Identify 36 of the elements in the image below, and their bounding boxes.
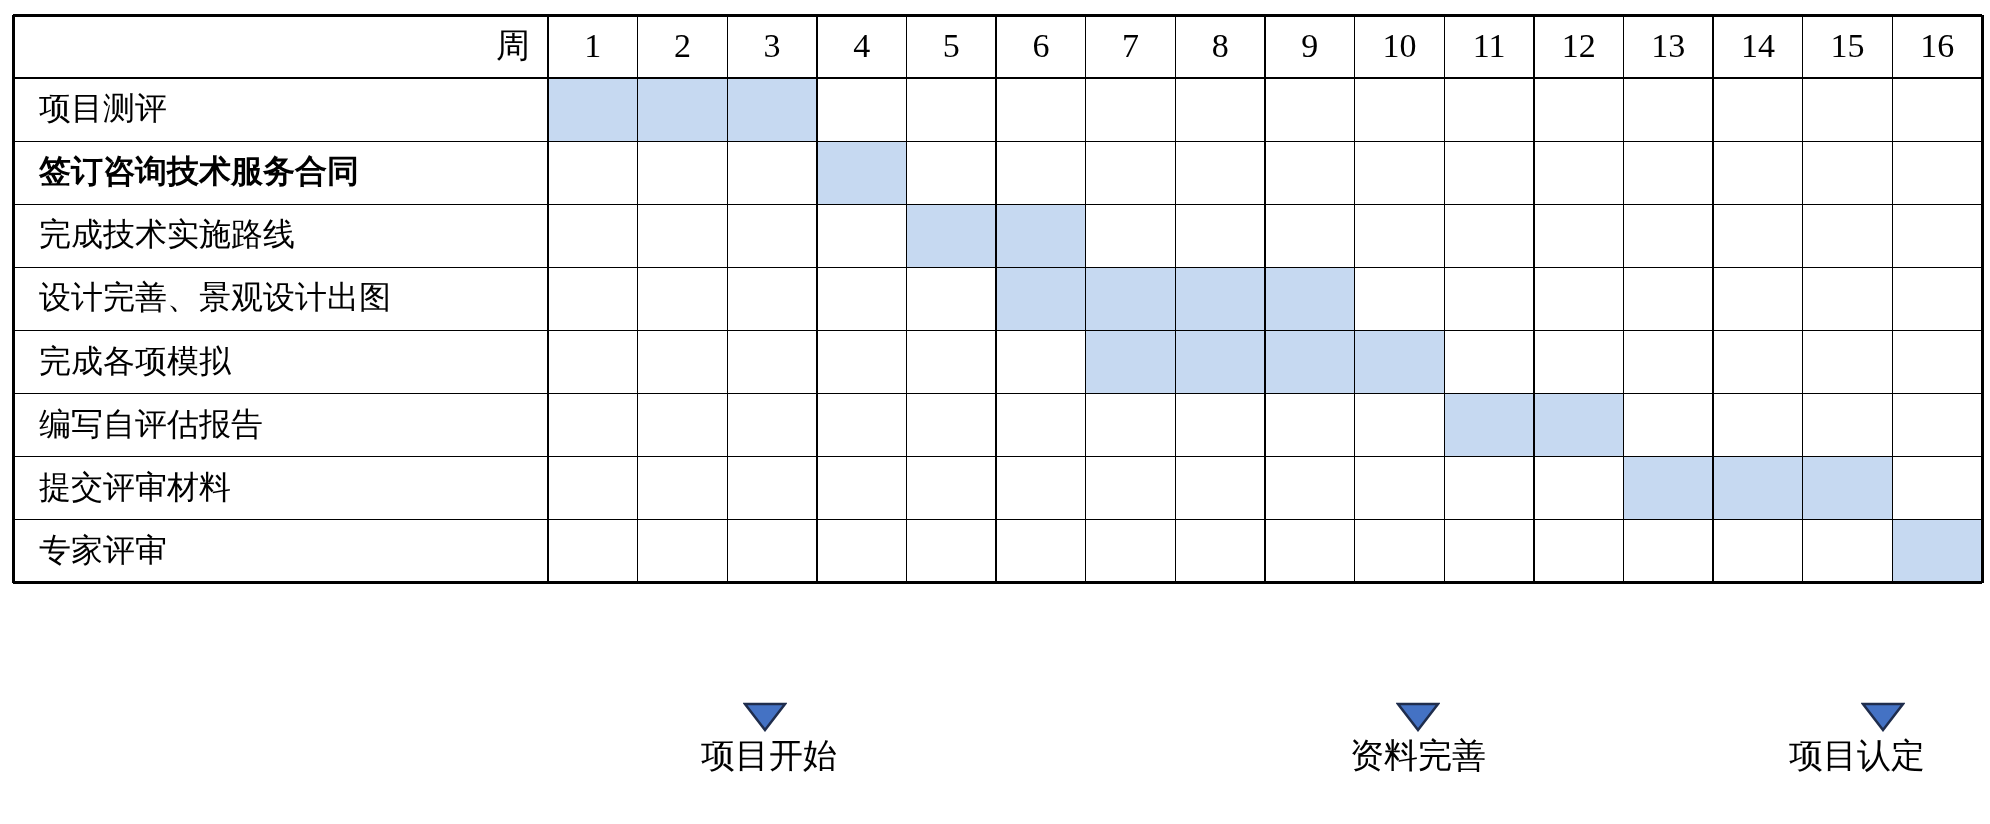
week-number: 6	[1032, 29, 1050, 63]
week-number: 1	[584, 29, 602, 63]
gantt-bar	[1623, 456, 1893, 520]
week-number: 4	[853, 29, 871, 63]
week-number: 9	[1301, 29, 1319, 63]
task-name: 专家评审	[39, 533, 167, 566]
week-number: 5	[942, 29, 960, 63]
week-number: 10	[1382, 29, 1417, 63]
gantt-bar	[1892, 519, 1982, 583]
week-number: 14	[1740, 29, 1775, 63]
milestone-label: 项目开始	[701, 738, 837, 772]
task-name: 签订咨询技术服务合同	[39, 155, 359, 188]
gantt-bar	[816, 141, 907, 205]
task-name: 编写自评估报告	[39, 407, 263, 440]
gantt-bar	[1444, 393, 1624, 457]
gantt-bar	[1085, 330, 1445, 394]
week-number: 11	[1472, 29, 1506, 63]
task-name: 完成技术实施路线	[39, 218, 295, 251]
week-number: 2	[673, 29, 691, 63]
week-number: 3	[763, 29, 781, 63]
gantt-bar	[548, 78, 817, 142]
week-number: 16	[1920, 29, 1955, 63]
milestone-label: 项目认定	[1789, 738, 1925, 772]
task-name: 提交评审材料	[39, 470, 231, 503]
week-number: 13	[1651, 29, 1686, 63]
gantt-bar	[996, 267, 1355, 331]
milestone-label: 资料完善	[1350, 738, 1486, 772]
task-name: 项目测评	[39, 92, 167, 125]
week-number: 8	[1211, 29, 1229, 63]
gantt-bar	[906, 204, 1086, 268]
task-name: 完成各项模拟	[39, 344, 231, 377]
week-number: 12	[1561, 29, 1596, 63]
task-name: 设计完善、景观设计出图	[39, 281, 391, 314]
week-number: 7	[1122, 29, 1140, 63]
column-header: 周	[496, 29, 530, 63]
week-number: 15	[1830, 29, 1865, 63]
